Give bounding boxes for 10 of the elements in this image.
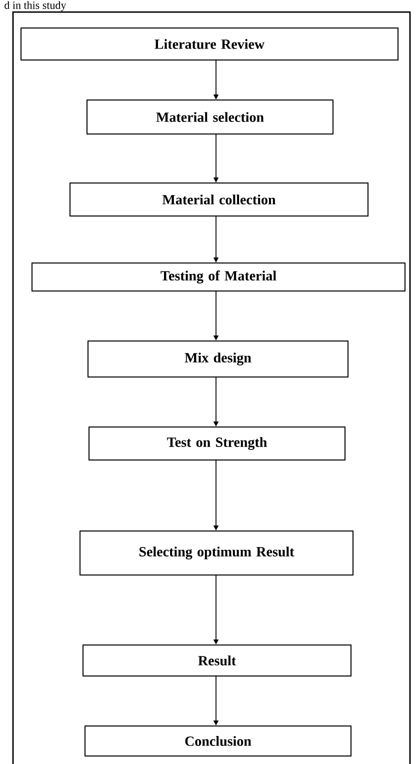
process-box: Result: [82, 644, 352, 676]
process-box: Testing of Material: [32, 262, 406, 292]
process-box: Literature Review: [20, 28, 398, 61]
process-box: Conclusion: [84, 726, 352, 756]
process-box: Test on Strength: [88, 426, 346, 460]
heading-fragment: d in this study: [4, 1, 66, 12]
process-box: Selecting optimum Result: [80, 530, 354, 576]
process-box: Material collection: [70, 182, 368, 216]
process-box: Material selection: [86, 100, 334, 134]
process-box: Mix design: [88, 340, 348, 378]
